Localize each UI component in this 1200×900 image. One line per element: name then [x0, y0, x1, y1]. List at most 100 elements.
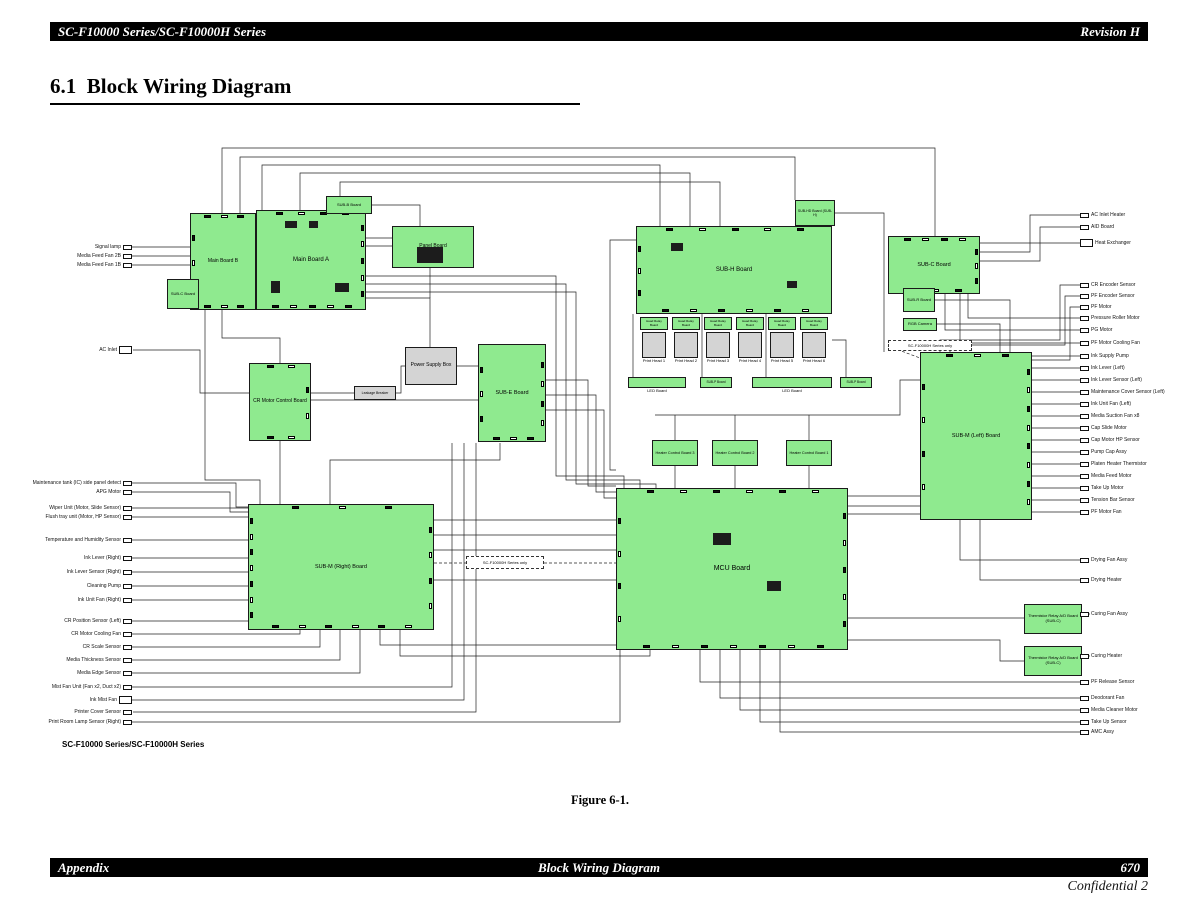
- right-label-media-feed-motor: Media Feed Motor: [1080, 473, 1132, 479]
- wire: [699, 650, 1080, 683]
- right-label-ac-inlet-heater: AC Inlet Heater: [1080, 212, 1125, 218]
- connector-plug-icon: [123, 631, 132, 637]
- left-label-printer-cover-sensor: Printer Cover Sensor: [74, 709, 132, 715]
- print-head-1-caption: Print Head 1: [642, 358, 666, 363]
- mcu-board-connector-icon: [642, 645, 650, 648]
- connector-plug-icon: [123, 583, 132, 589]
- cr-motor-control-board-connector-icon: [267, 365, 275, 368]
- sub-m-left-board-connector-icon: [1027, 480, 1030, 487]
- sub-m-right-board-connector-icon: [385, 506, 392, 509]
- right-label-curing-heater: Curing Heater: [1080, 653, 1122, 659]
- sub-h-board-connector-icon: [698, 228, 706, 231]
- wire: [132, 630, 341, 661]
- wire: [221, 147, 936, 236]
- head-relay-3: Head Relay Board: [704, 317, 732, 330]
- right-label-media-suction-fan-x8: Media Suction Fan x8: [1080, 413, 1139, 419]
- connector-plug-icon: [1080, 401, 1089, 407]
- left-label-text: Mist Fan Unit (Fan x2, Duct x2): [51, 684, 121, 690]
- connector-plug-icon: [123, 489, 132, 495]
- sub-h-board-chip-icon: [671, 243, 683, 251]
- left-label-text: Printer Cover Sensor: [74, 709, 121, 715]
- mcu-board-connector-icon: [618, 583, 621, 590]
- connector-plug-icon: [1080, 413, 1089, 419]
- main-board-a-connector-icon: [308, 305, 316, 308]
- wire: [132, 491, 248, 513]
- connector-plug-icon: [1080, 577, 1089, 583]
- sub-h-board-connector-icon: [638, 246, 641, 252]
- right-label-ink-lever-sensor-left: Ink Lever Sensor (Left): [1080, 377, 1142, 383]
- right-label-media-cleaner-motor: Media Cleaner Motor: [1080, 707, 1138, 713]
- main-board-b-connector-icon: [220, 305, 228, 308]
- sub-h-board-connector-icon: [801, 309, 809, 312]
- sub-h-board-label: SUB-H Board: [715, 266, 753, 273]
- sub-m-right-board-connector-icon: [325, 625, 333, 628]
- right-label-amc-assy: AMC Assy: [1080, 729, 1114, 735]
- left-label-mist-fan-unit-fan-x2-duct-x2: Mist Fan Unit (Fan x2, Duct x2): [52, 684, 132, 690]
- sub-m-left-board-label: SUB-M (Left) Board: [951, 432, 1001, 439]
- cr-motor-control-board: CR Motor Control Board: [249, 363, 311, 441]
- sub-m-left-board-connector-icon: [922, 450, 925, 457]
- right-label-text: CR Encoder Sensor: [1091, 282, 1136, 288]
- sub-c-board-right-connector-icon: [959, 238, 967, 241]
- print-head-4: Print Head 4: [738, 332, 762, 363]
- cr-motor-control-board-connector-icon: [287, 436, 295, 439]
- main-board-a-connector-icon: [275, 212, 283, 215]
- mcu-board-connector-icon: [843, 540, 846, 546]
- led-board-1-caption: LED Board: [647, 388, 667, 393]
- mcu-board-connector-icon: [843, 513, 846, 519]
- right-label-cap-slide-motor: Cap Slide Motor: [1080, 425, 1127, 431]
- head-relay-2-label: Head Relay Board: [678, 319, 694, 327]
- header-bar: SC-F10000 Series/SC-F10000H Series Revis…: [50, 22, 1148, 41]
- mcu-board: MCU Board: [616, 488, 848, 650]
- sub-m-right-board-connector-icon: [351, 625, 359, 628]
- head-relay-4: Head Relay Board: [736, 317, 764, 330]
- connector-plug-icon: [1080, 695, 1089, 701]
- right-label-pf-encoder-sensor: PF Encoder Sensor: [1080, 293, 1135, 299]
- rgb-camera: RGB Camera: [903, 318, 937, 331]
- sub-h-board-chip-icon: [787, 281, 797, 288]
- sub-m-right-board-connector-icon: [250, 533, 253, 540]
- main-board-a-connector-icon: [297, 212, 305, 215]
- connector-plug-icon: [123, 657, 132, 663]
- right-label-cr-encoder-sensor: CR Encoder Sensor: [1080, 282, 1135, 288]
- right-label-curing-fan-assy: Curing Fan Assy: [1080, 611, 1128, 617]
- sub-m-left-board-connector-icon: [1027, 462, 1030, 468]
- sub-h-board-connector-icon: [764, 228, 772, 231]
- sub-e-board: SUB-E Board: [478, 344, 546, 442]
- right-label-take-up-sensor: Take Up Sensor: [1080, 719, 1127, 725]
- wire: [959, 520, 1080, 561]
- mcu-board-connector-icon: [787, 645, 795, 648]
- sub-p-board-1-label: SUB-P Board: [706, 379, 726, 384]
- rgb-camera-label: RGB Camera: [907, 321, 932, 327]
- main-board-a-connector-icon: [361, 291, 364, 298]
- sub-m-left-board-connector-icon: [1027, 368, 1030, 375]
- head-relay-5: Head Relay Board: [768, 317, 796, 330]
- left-label-text: AC Inlet: [99, 347, 117, 353]
- wire: [372, 204, 421, 226]
- sub-c-board-right-connector-icon: [975, 263, 978, 269]
- mcu-board-connector-icon: [843, 621, 846, 627]
- left-label-ink-lever-sensor-right: Ink Lever Sensor (Right): [67, 569, 132, 575]
- sub-c-board-left-label: SUB-C Board: [170, 290, 196, 296]
- right-label-ink-unit-fan-left: Ink Unit Fan (Left): [1080, 401, 1131, 407]
- sub-b-board-label: SUB-B Board: [336, 201, 361, 207]
- wire: [848, 639, 1024, 662]
- sub-m-right-board-connector-icon: [250, 596, 253, 603]
- left-label-wiper-unit-motor-slide-sensor: Wiper Unit (Motor, Slide Sensor): [49, 505, 132, 511]
- sub-r-board: SUB-R Board: [903, 288, 935, 312]
- mcu-board-connector-icon: [671, 645, 679, 648]
- right-label-text: PF Motor Fan: [1091, 509, 1122, 515]
- wire: [944, 294, 1080, 331]
- right-label-text: AID Board: [1091, 224, 1115, 230]
- sub-m-left-board-connector-icon: [1027, 387, 1030, 394]
- thermistor-board-2-label: Thermistor Relay A/D Board (SUB-C): [1028, 655, 1078, 665]
- wire: [132, 443, 453, 688]
- right-label-text: Curing Fan Assy: [1091, 611, 1128, 617]
- connector-plug-icon: [1080, 449, 1089, 455]
- connector-plug-icon: [123, 644, 132, 650]
- sub-m-left-board-connector-icon: [922, 484, 925, 491]
- wire: [366, 283, 641, 488]
- left-label-temperature-and-humidity-sensor: Temperature and Humidity Sensor: [45, 537, 132, 543]
